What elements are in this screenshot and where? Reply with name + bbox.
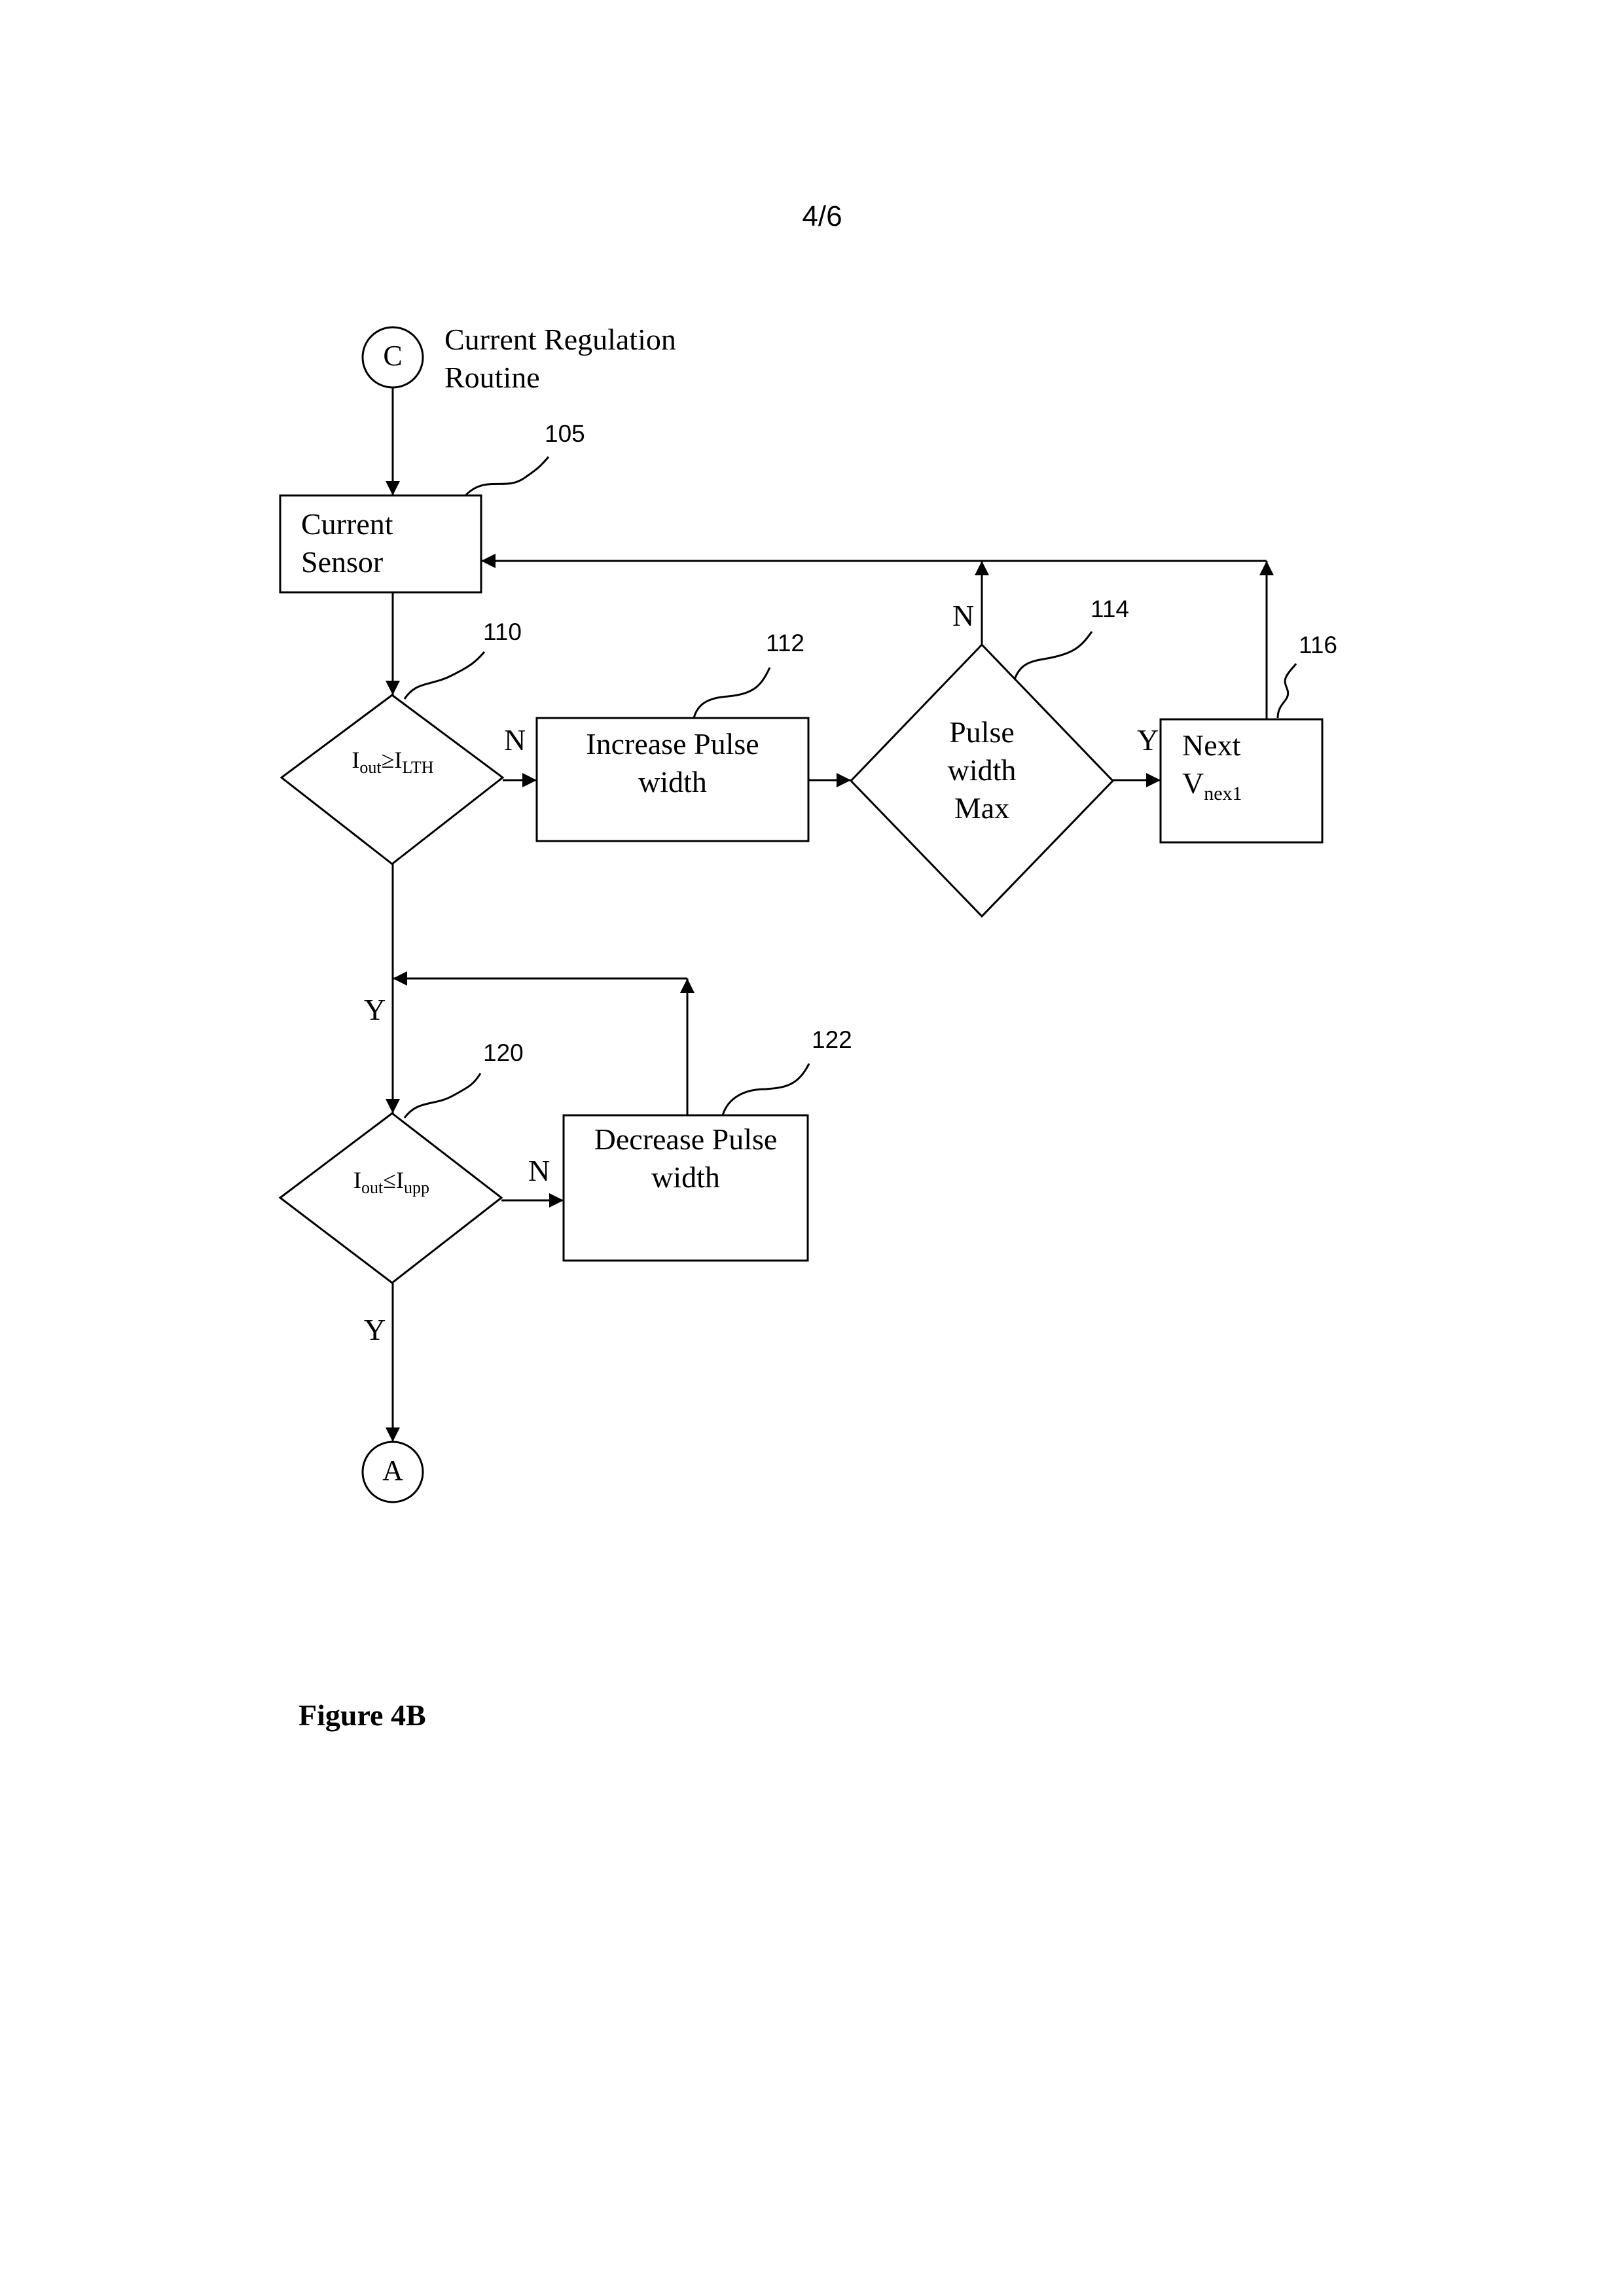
ref-110: 110 xyxy=(483,619,522,646)
ref-122: 122 xyxy=(812,1026,852,1054)
edge-label-lth-yes: Y xyxy=(364,992,386,1027)
leader-120 xyxy=(405,1073,480,1118)
ref-116: 116 xyxy=(1299,632,1337,659)
edge-label-max-no: N xyxy=(952,598,974,633)
ref-112: 112 xyxy=(766,630,804,657)
decision-lth-var: I xyxy=(352,747,359,773)
edge-label-upp-no: N xyxy=(528,1153,550,1188)
increase-pulse-text: Increase Pulse width xyxy=(537,725,808,801)
next-v-text: Next Vnex1 xyxy=(1182,726,1242,813)
edge-label-max-yes: Y xyxy=(1137,723,1159,757)
next-v-var: V xyxy=(1182,766,1204,800)
decision-lth-diamond xyxy=(281,695,503,864)
next-v-var-sub: nex1 xyxy=(1204,783,1242,804)
page-number: 4/6 xyxy=(691,200,953,233)
leader-110 xyxy=(405,652,484,699)
figure-caption: Figure 4B xyxy=(298,1698,426,1732)
leader-105 xyxy=(466,457,549,495)
decision-upp-var: I xyxy=(353,1167,361,1193)
pulse-max-line3: Max xyxy=(903,789,1060,827)
decision-lth-text: Iout≥ILTH xyxy=(308,746,478,778)
leader-112 xyxy=(694,668,770,718)
increase-pulse-line2: width xyxy=(537,763,808,801)
decrease-pulse-text: Decrease Pulse width xyxy=(564,1121,808,1196)
current-sensor-line2: Sensor xyxy=(301,543,393,581)
current-sensor-text: Current Sensor xyxy=(301,505,393,581)
pulse-max-text: Pulse width Max xyxy=(903,713,1060,827)
routine-title-line1: Current Regulation xyxy=(444,321,676,359)
next-v-line2: Vnex1 xyxy=(1182,764,1242,813)
routine-title-line2: Routine xyxy=(444,359,676,397)
ref-114: 114 xyxy=(1091,596,1129,623)
leader-116 xyxy=(1278,664,1296,718)
end-connector-label: A xyxy=(373,1454,412,1487)
decision-upp-op: ≤I xyxy=(383,1167,404,1193)
leader-114 xyxy=(1015,632,1092,679)
decision-upp-op-sub: upp xyxy=(404,1178,429,1197)
start-connector-label: C xyxy=(373,339,412,372)
ref-105: 105 xyxy=(545,420,585,448)
pulse-max-line1: Pulse xyxy=(903,713,1060,751)
decrease-pulse-line1: Decrease Pulse xyxy=(564,1121,808,1158)
current-sensor-line1: Current xyxy=(301,505,393,543)
leader-122 xyxy=(723,1064,809,1115)
decision-lth-op-sub: LTH xyxy=(402,758,433,777)
increase-pulse-line1: Increase Pulse xyxy=(537,725,808,763)
decision-lth-op: ≥I xyxy=(382,747,403,773)
edge-label-lth-no: N xyxy=(504,723,526,757)
decision-upp-var-sub: out xyxy=(361,1178,383,1197)
routine-title: Current Regulation Routine xyxy=(444,321,676,397)
decrease-pulse-line2: width xyxy=(564,1158,808,1196)
edge-label-upp-yes: Y xyxy=(364,1312,386,1347)
next-v-line1: Next xyxy=(1182,726,1242,764)
decision-lth-var-sub: out xyxy=(359,758,381,777)
pulse-max-line2: width xyxy=(903,751,1060,789)
decision-upp-text: Iout≤Iupp xyxy=(306,1166,477,1198)
ref-120: 120 xyxy=(483,1039,524,1067)
decision-upp-diamond xyxy=(280,1113,501,1283)
